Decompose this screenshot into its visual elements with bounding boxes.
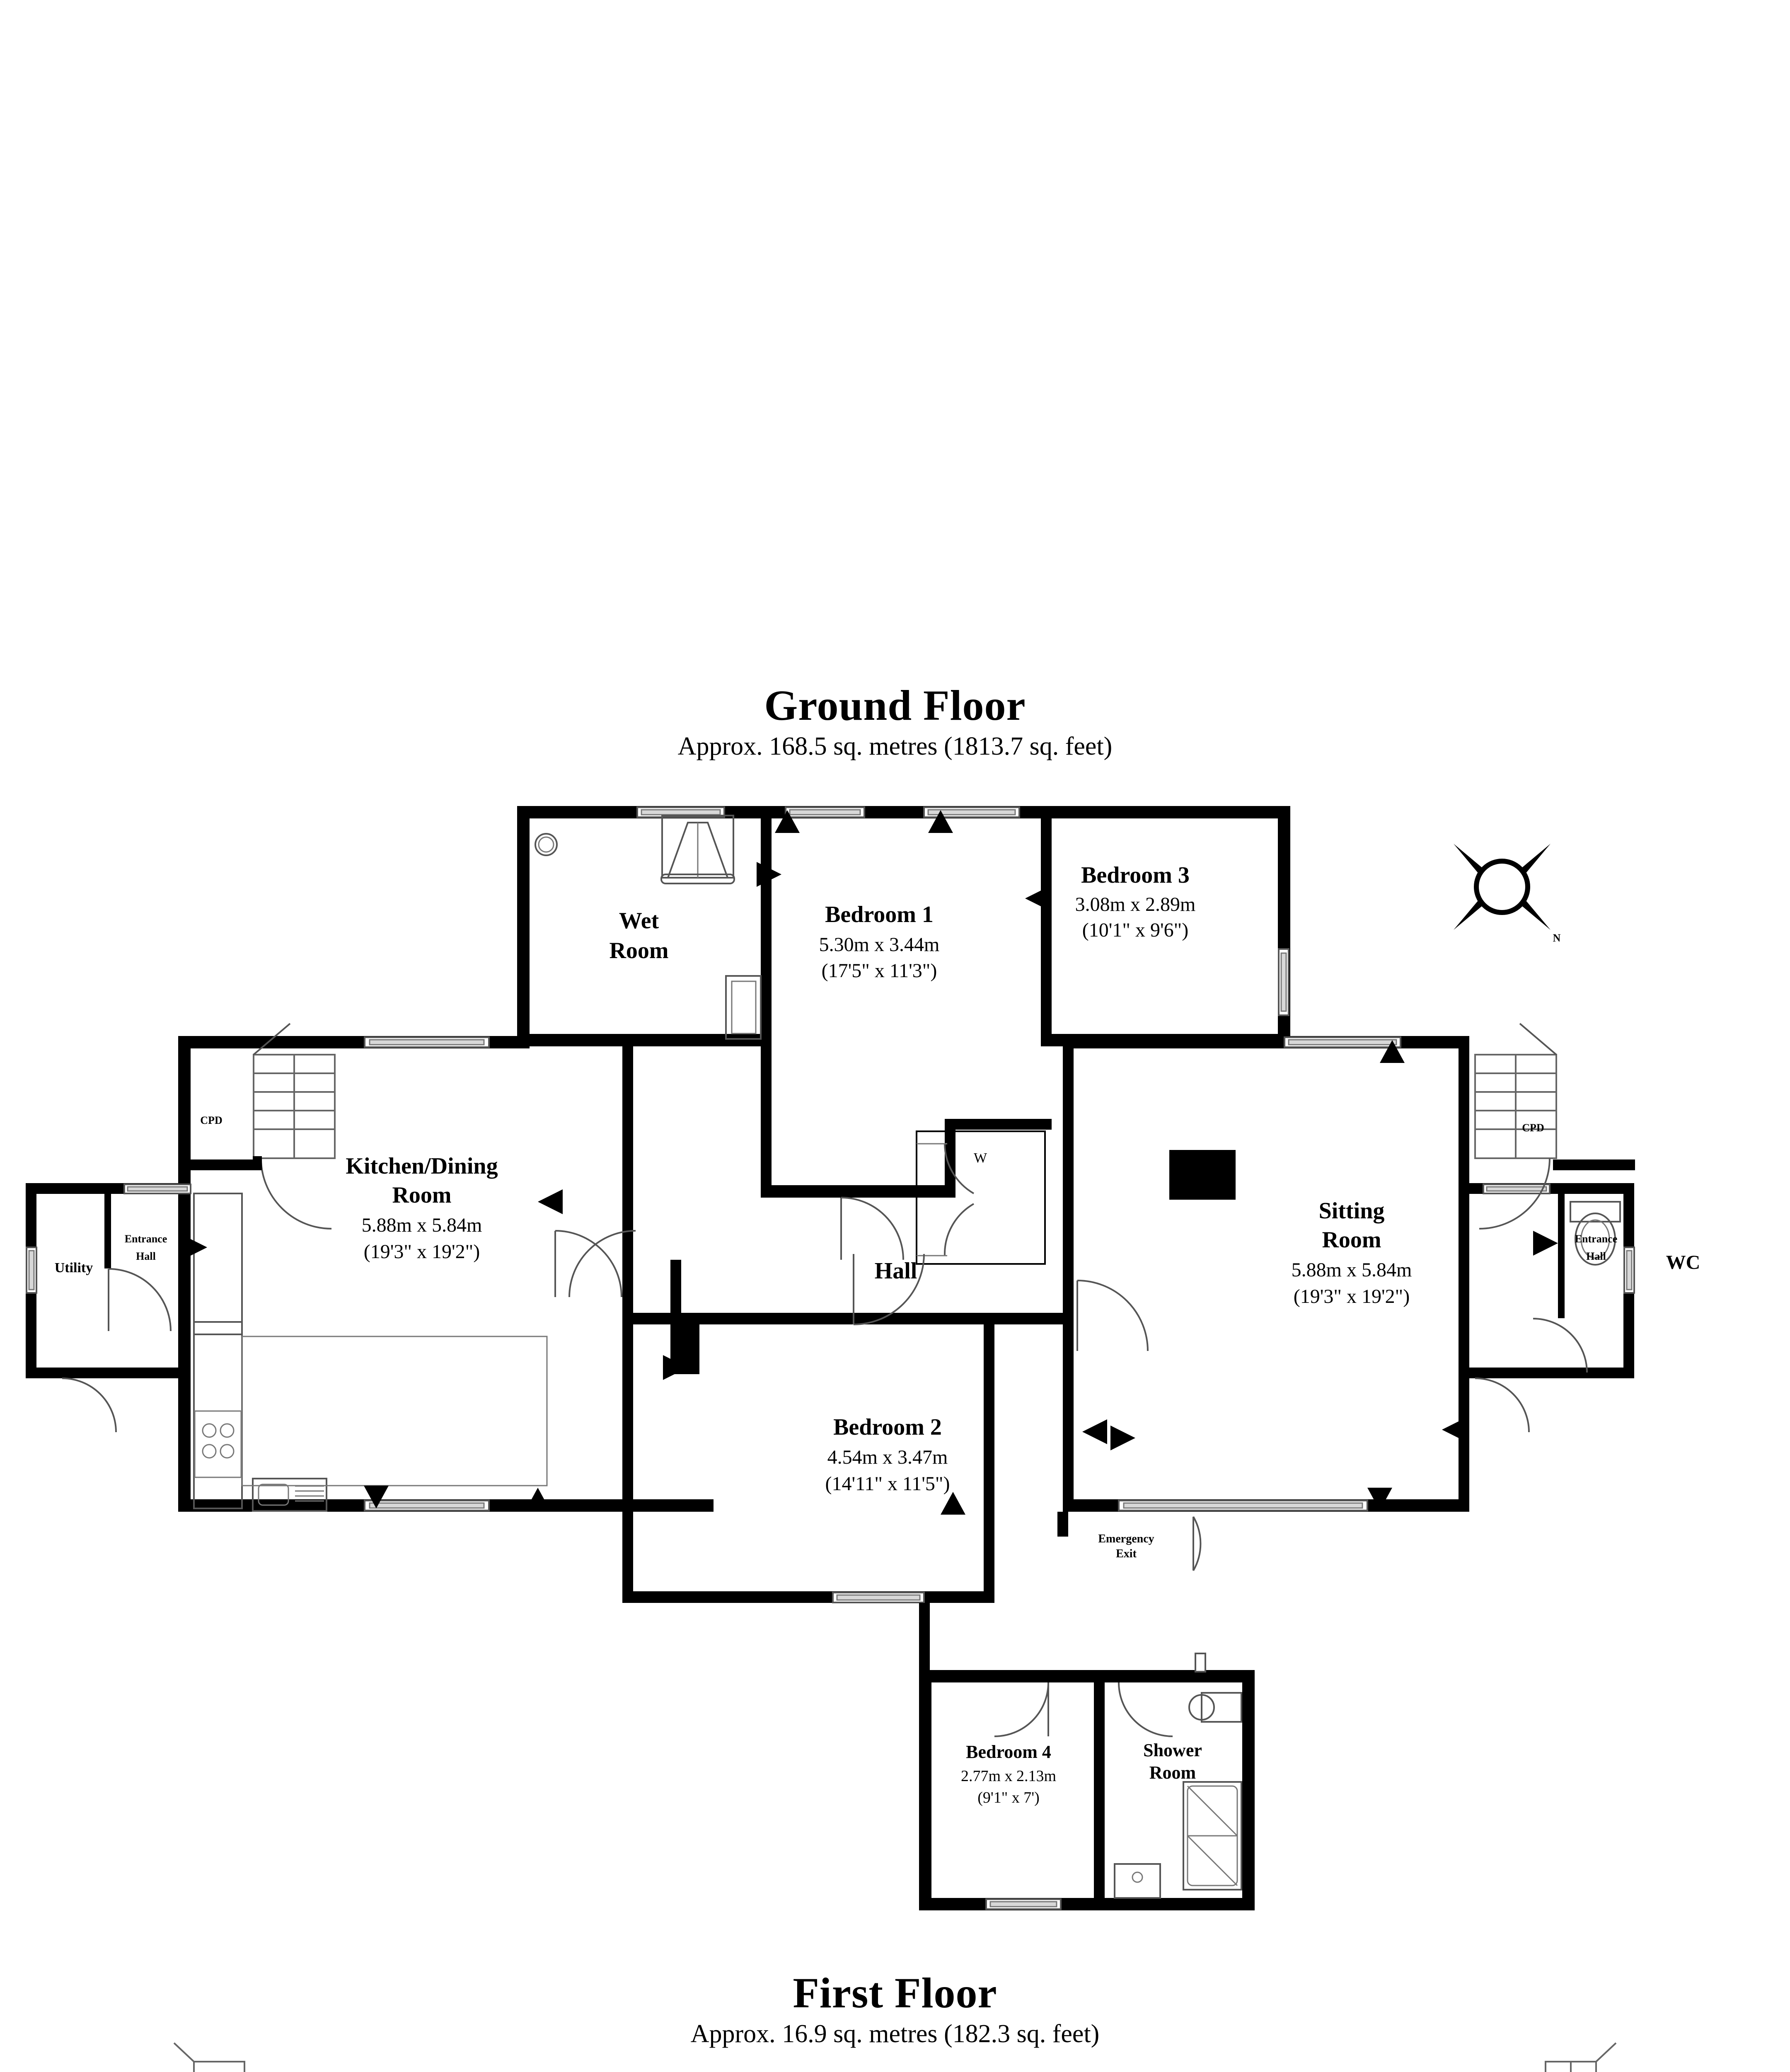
label-sitting-imperial: (19'3" x 19'2") [1294,1285,1410,1307]
label-kitchen-imperial: (19'3" x 19'2") [364,1241,480,1263]
first-floor-area: Approx. 16.9 sq. metres (182.3 sq. feet) [690,2020,1100,2048]
ground-floor-area: Approx. 168.5 sq. metres (1813.7 sq. fee… [677,732,1113,761]
bedroom3-window [1278,948,1289,1016]
ground-floor-plan: N Wet Room Bedroom 1 5.30m x 3.44m (17'5… [26,806,1700,1910]
label-bedroom4-metric: 2.77m x 2.13m [961,1767,1056,1785]
left-stair-cpd [178,1023,336,1230]
label-shower-room-line1: Shower [1143,1740,1202,1760]
label-wardrobe: W [974,1150,987,1166]
label-kitchen-line2: Room [392,1182,451,1208]
label-sitting-line1: Sitting [1319,1198,1385,1224]
label-wet-room-line2: Room [609,938,668,963]
label-sitting-line2: Room [1322,1227,1381,1253]
first-floor-plan: Mezzanine 2.92m x 2.90m (9'7" x 9'6") [173,2042,1617,2072]
bottom-wing-walls [919,1603,1255,1910]
kitchen-windows [364,1036,490,1511]
label-cpd-right: CPD [1522,1122,1544,1134]
wet-room-door [725,975,762,1040]
sitting-room-windows [1118,1036,1401,1511]
mezzanine-right-stair [1545,2042,1617,2072]
label-shower-room-line2: Room [1149,1762,1196,1783]
label-hall: Hall [875,1258,917,1284]
label-entrance-hall-right-line1: Entrance [1575,1233,1618,1245]
wet-room-fixtures [535,815,735,884]
label-bedroom3-imperial: (10'1" x 9'6") [1082,919,1188,941]
first-floor-title: First Floor [793,1969,997,2017]
label-wet-room-line1: Wet [619,908,659,934]
label-bedroom2-imperial: (14'11" x 11'5") [825,1473,950,1495]
right-extension-detail [1475,1184,1635,1433]
label-entrance-hall-right-line2: Hall [1586,1250,1606,1262]
label-sitting-metric: 5.88m x 5.84m [1292,1259,1412,1281]
label-bedroom4: Bedroom 4 [966,1742,1051,1762]
label-kitchen-metric: 5.88m x 5.84m [362,1214,482,1236]
ground-floor-heading: Ground Floor Approx. 168.5 sq. metres (1… [0,683,1790,760]
kitchen-doors [554,1230,636,1297]
label-entrance-hall-left-line2: Hall [136,1250,156,1262]
label-bedroom1-metric: 5.30m x 3.44m [819,934,940,956]
label-bedroom1: Bedroom 1 [825,902,934,927]
compass-rose: N [1454,844,1561,944]
mezzanine-right: Mezzanine 2.91m x 2.91m (9'7" x 9'7") [1545,2042,1617,2072]
label-emergency-exit-line1: Emergency [1098,1532,1154,1545]
label-bedroom4-imperial: (9'1" x 7') [977,1789,1040,1806]
label-bedroom2: Bedroom 2 [833,1414,942,1440]
emergency-exit-door [1057,1512,1202,1571]
label-utility: Utility [55,1260,93,1276]
view-direction-arrows [182,810,1558,1515]
label-bedroom2-metric: 4.54m x 3.47m [827,1446,948,1468]
bedroom2-window [832,1592,925,1603]
mezzanine-left-stair [173,2042,245,2072]
compass-north-label: N [1553,932,1561,944]
label-bedroom1-imperial: (17'5" x 11'3") [822,960,937,982]
fireplace-block [1169,1150,1236,1200]
wardrobe-closet [916,1130,1046,1265]
mezzanine-left: Mezzanine 2.92m x 2.90m (9'7" x 9'6") [173,2042,245,2072]
main-body-walls [178,1036,1469,1512]
right-extension-walls [1469,1183,1634,1378]
bedroom1-door [840,1197,904,1260]
hall-doors [853,1254,1149,1351]
label-wc: WC [1666,1251,1700,1273]
label-kitchen-line1: Kitchen/Dining [346,1153,498,1179]
ground-floor-labels: Wet Room Bedroom 1 5.30m x 3.44m (17'5" … [55,862,1700,1806]
kitchen-fixtures [193,1193,548,1512]
left-extension-detail [26,1184,191,1433]
label-cpd-left: CPD [200,1114,222,1126]
label-bedroom3-metric: 3.08m x 2.89m [1075,893,1196,915]
label-entrance-hall-left-line1: Entrance [125,1233,167,1245]
right-stair-cpd [1474,1023,1635,1230]
first-floor-heading: First Floor Approx. 16.9 sq. metres (182… [0,1970,1790,2048]
bottom-wing-detail [985,1653,1242,1910]
ground-floor-title: Ground Floor [764,682,1026,729]
hall-bedroom2-walls [622,1260,1064,1603]
label-bedroom3: Bedroom 3 [1081,862,1190,888]
label-emergency-exit-line2: Exit [1116,1547,1137,1560]
